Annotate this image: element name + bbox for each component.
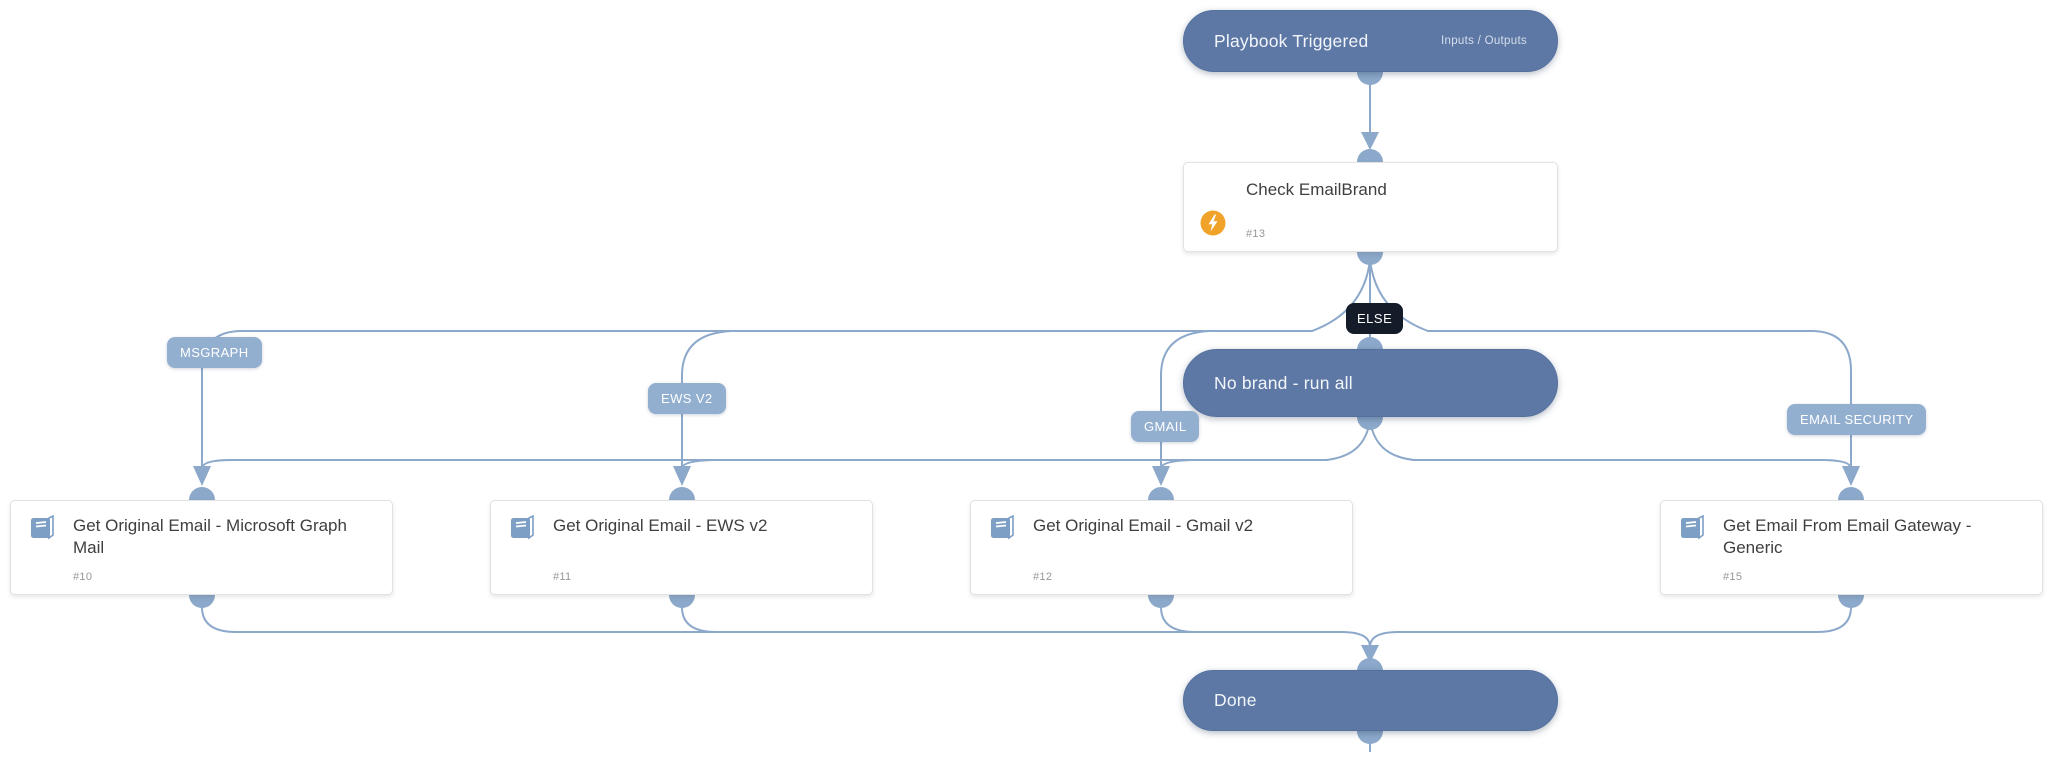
playbook-book-icon xyxy=(27,514,57,547)
task-card-ews-v2[interactable]: Get Original Email - EWS v2 #11 xyxy=(490,500,873,595)
inputs-outputs-link[interactable]: Inputs / Outputs xyxy=(1441,35,1527,47)
task-card-email-gateway-generic[interactable]: Get Email From Email Gateway - Generic #… xyxy=(1660,500,2043,595)
condition-task-id: #13 xyxy=(1246,228,1266,240)
wire-paths xyxy=(201,83,1852,752)
task-card-gmail-v2[interactable]: Get Original Email - Gmail v2 #12 xyxy=(970,500,1353,595)
automation-lightning-icon xyxy=(1200,210,1226,241)
condition-diamond-icon xyxy=(1200,177,1203,195)
no-brand-label: No brand - run all xyxy=(1214,372,1353,393)
done-label: Done xyxy=(1214,690,1257,710)
done-node[interactable]: Done xyxy=(1183,670,1558,731)
branch-tag-else[interactable]: ELSE xyxy=(1346,303,1404,334)
playbook-book-icon xyxy=(1677,514,1707,547)
connector-dots[interactable] xyxy=(189,59,1864,744)
branch-tag-email-security[interactable]: EMAIL SECURITY xyxy=(1787,404,1927,435)
task-title: Get Original Email - Microsoft Graph Mai… xyxy=(73,516,347,558)
task-card-msgraph-mail[interactable]: Get Original Email - Microsoft Graph Mai… xyxy=(10,500,393,595)
branch-tag-gmail[interactable]: GMAIL xyxy=(1131,411,1200,442)
no-brand-section-node[interactable]: No brand - run all xyxy=(1183,349,1558,417)
playbook-trigger-node[interactable]: Playbook Triggered Inputs / Outputs xyxy=(1183,10,1558,72)
task-id: #12 xyxy=(1033,571,1053,583)
wire-arrowheads xyxy=(193,132,1860,663)
task-title: Get Original Email - EWS v2 xyxy=(553,516,768,535)
task-title: Get Email From Email Gateway - Generic xyxy=(1723,516,1972,558)
playbook-book-icon xyxy=(507,514,537,547)
trigger-label: Playbook Triggered xyxy=(1214,30,1369,51)
branch-tag-ews-v2[interactable]: EWS V2 xyxy=(648,383,726,414)
condition-task-node[interactable]: Check EmailBrand #13 xyxy=(1183,162,1558,252)
condition-title: Check EmailBrand xyxy=(1246,180,1387,199)
task-id: #11 xyxy=(553,571,572,583)
branch-tag-msgraph[interactable]: MSGRAPH xyxy=(167,337,262,368)
task-title: Get Original Email - Gmail v2 xyxy=(1033,516,1254,535)
playbook-book-icon xyxy=(987,514,1017,547)
task-id: #10 xyxy=(73,571,93,583)
task-id: #15 xyxy=(1723,571,1743,583)
